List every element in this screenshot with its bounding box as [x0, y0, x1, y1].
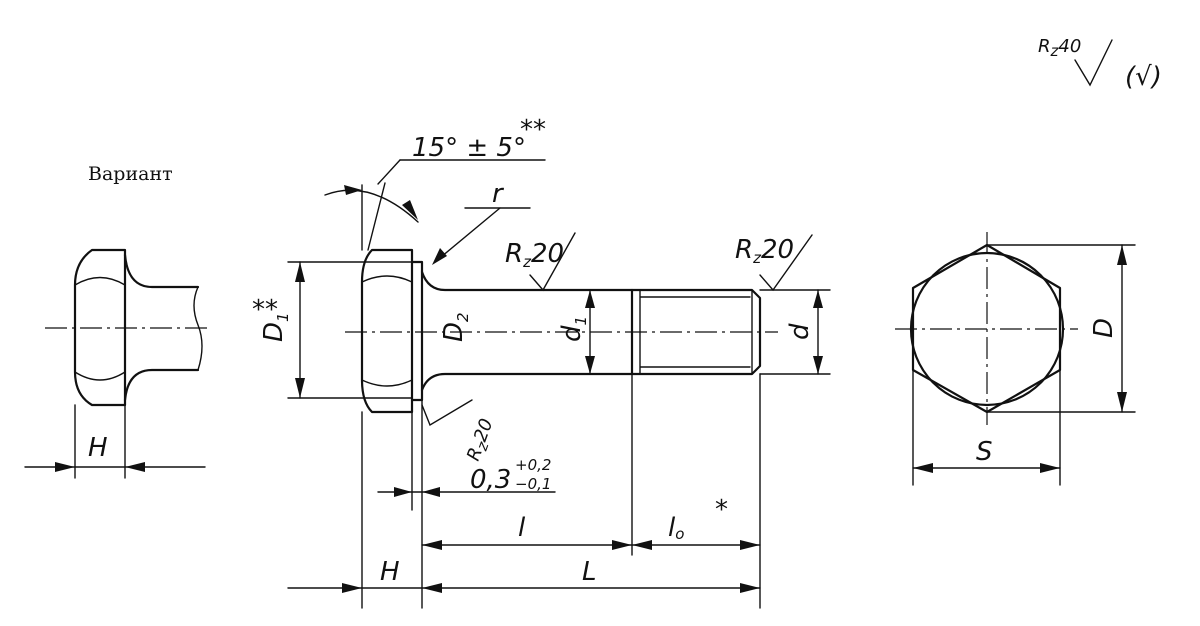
- label-l0-main: l: [668, 513, 676, 543]
- roughness-shank-value: 20: [531, 239, 564, 269]
- gap-label-lower: −0,1: [515, 475, 551, 493]
- arrowhead: [422, 487, 440, 497]
- arrowhead: [612, 540, 632, 550]
- bolt-head-outline: [360, 248, 414, 414]
- dim-label-d: d: [785, 323, 815, 340]
- arrowhead: [1117, 392, 1127, 412]
- arrowhead: [342, 583, 362, 593]
- dim-label-H-variant: H: [88, 433, 108, 463]
- arrowhead: [813, 356, 823, 374]
- arrowhead: [55, 462, 75, 472]
- roughness-face-value: 20: [470, 416, 498, 445]
- roughness-shank-sub: z: [522, 253, 532, 271]
- bolt-head-facets: [361, 275, 413, 387]
- roughness-shank: Rz20: [505, 239, 564, 271]
- variant-label: Вариант: [88, 163, 173, 185]
- arrowhead: [1040, 463, 1060, 473]
- gap-label-upper: +0,2: [515, 456, 551, 474]
- dim-label-H-main: H: [380, 557, 400, 587]
- roughness-thread-value: 20: [761, 235, 794, 265]
- roughness-sign-general: [1074, 39, 1113, 87]
- label-d1-sub: 1: [572, 316, 590, 326]
- label-D1-main: D: [259, 322, 289, 342]
- arrowhead: [740, 540, 760, 550]
- angle-leader: [377, 159, 401, 185]
- arrowhead: [295, 378, 305, 398]
- r-leader: [434, 207, 501, 263]
- thread-minor-lines: [639, 289, 753, 375]
- roughness-thread: Rz20: [735, 235, 794, 267]
- arrowhead: [632, 540, 652, 550]
- variant-break-line: [193, 286, 203, 371]
- roughness-thread-R: R: [735, 235, 753, 265]
- label-D1-sub: 1: [274, 312, 292, 322]
- arrowhead: [295, 262, 305, 282]
- roughness-thread-sub: z: [752, 249, 762, 267]
- dim-label-l: l: [518, 513, 526, 543]
- roughness-sign-thread: [759, 234, 813, 292]
- label-D2-main: D: [439, 322, 469, 342]
- roughness-general-R: R: [1038, 36, 1051, 57]
- label-l0-sub: o: [675, 525, 684, 543]
- angle-arc: [324, 189, 419, 223]
- roughness-general-paren: (√): [1125, 62, 1162, 92]
- bolt-shank: [420, 270, 634, 392]
- arrowhead: [740, 583, 760, 593]
- angle-label: 15° ± 5°: [412, 133, 526, 163]
- arrowhead: [585, 290, 595, 308]
- dim-label-S: S: [976, 437, 993, 467]
- roughness-general-sub: z: [1050, 42, 1060, 60]
- dim-label-D-hex: D: [1089, 318, 1119, 338]
- roughness-shank-R: R: [505, 239, 523, 269]
- arrowhead: [813, 290, 823, 308]
- label-r: r: [492, 179, 505, 209]
- dim-label-D2: D2: [439, 312, 472, 342]
- roughness-face: Rz20: [463, 416, 500, 465]
- dim-label-L: L: [582, 557, 597, 587]
- gap-label-base: 0,3: [470, 465, 511, 495]
- variant-view: Вариант H: [24, 163, 210, 479]
- arrowhead: [432, 248, 447, 265]
- arrowhead: [422, 583, 442, 593]
- arrowhead: [1117, 245, 1127, 265]
- arrowhead: [344, 185, 362, 195]
- label-D2-sub: 2: [454, 312, 472, 322]
- arrowhead: [585, 356, 595, 374]
- arrowhead: [402, 200, 418, 220]
- angle-chamfer-line: [367, 182, 386, 251]
- arrowhead: [394, 487, 412, 497]
- dim-mark-l0: *: [715, 495, 728, 525]
- dim-label-d1: d1: [557, 316, 590, 342]
- dim-mark-D1: **: [252, 295, 278, 325]
- main-bolt-view: D1 ** D2 d1 d 15° ± 5° **: [252, 115, 831, 609]
- general-roughness: Rz40 (√): [1038, 36, 1162, 92]
- washer-face: [410, 260, 424, 402]
- variant-head-facets: [74, 276, 126, 381]
- roughness-general: Rz40: [1038, 36, 1081, 60]
- arrowhead: [913, 463, 933, 473]
- arrowhead: [422, 540, 442, 550]
- arrowhead: [125, 462, 145, 472]
- dim-label-l0: lo: [668, 513, 684, 543]
- angle-mark: **: [520, 115, 546, 145]
- variant-neck: [123, 253, 200, 402]
- dim-label-D1: D1: [259, 312, 292, 342]
- roughness-general-value: 40: [1058, 36, 1081, 57]
- roughness-sign-face: [421, 399, 473, 427]
- label-d1-main: d: [557, 325, 587, 342]
- hex-end-view: D S: [895, 232, 1136, 486]
- roughness-sign-shank: [529, 232, 576, 292]
